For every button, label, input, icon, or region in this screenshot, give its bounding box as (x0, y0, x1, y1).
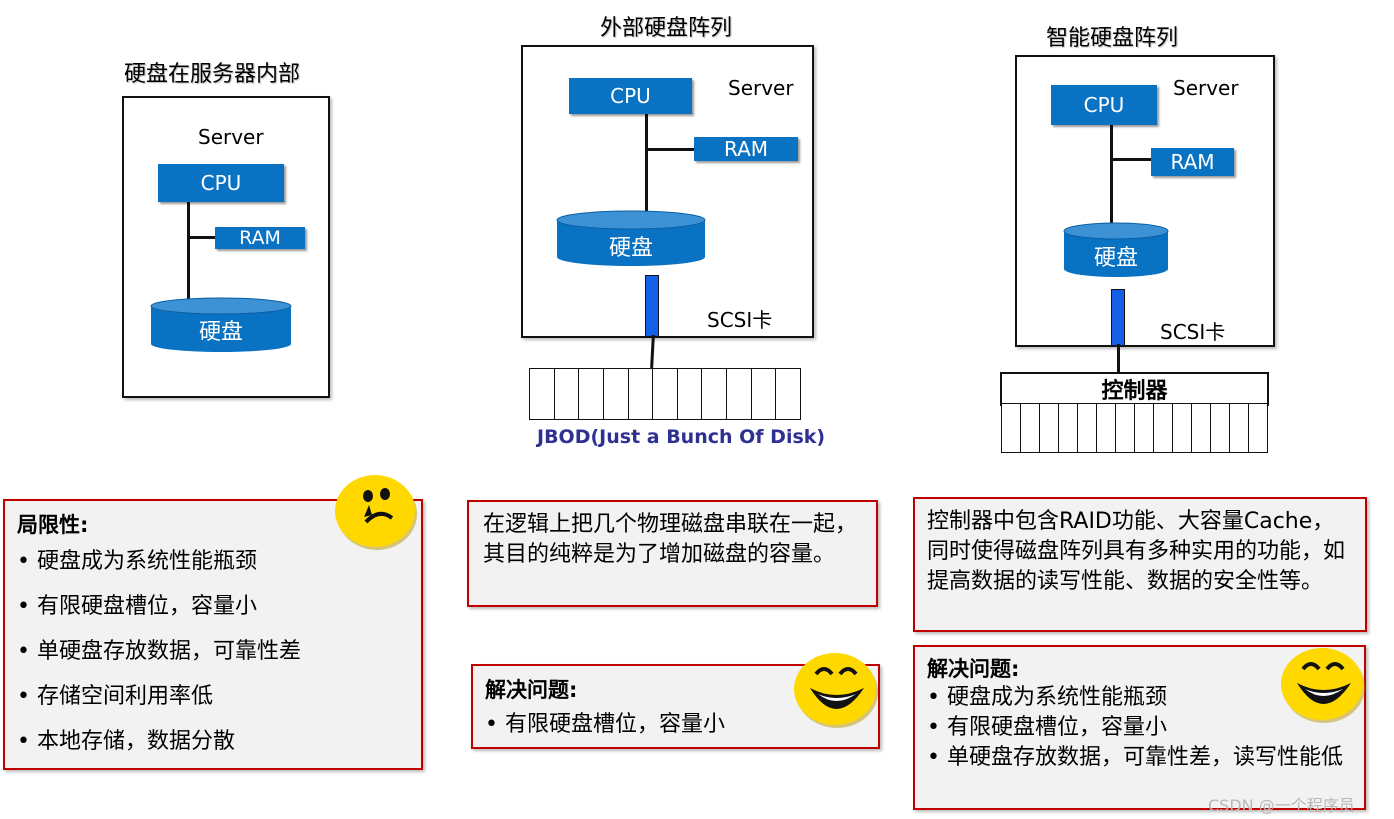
ram-link (1112, 158, 1152, 161)
list-item: • 存储空间利用率低 (17, 684, 213, 709)
disk-label: 硬盘 (1093, 246, 1138, 271)
ram-link (189, 236, 216, 239)
disk-cylinder: 硬盘 (1063, 222, 1169, 278)
panel-external-title: 外部硬盘阵列 (600, 16, 733, 41)
disk-cylinder: 硬盘 (150, 297, 292, 353)
scsi-label: SCSI卡 (707, 308, 773, 332)
disk-label: 硬盘 (198, 320, 243, 345)
controller-box: 控制器 (1000, 372, 1269, 406)
scsi-card (645, 275, 659, 337)
disk-cylinder: 硬盘 (556, 210, 706, 267)
panel-smart-title: 智能硬盘阵列 (1046, 26, 1179, 51)
disk-shelf-jbod (529, 368, 801, 420)
list-item: • 本地存储，数据分散 (17, 729, 235, 754)
list-item: • 单硬盘存放数据，可靠性差，读写性能低 (927, 745, 1343, 770)
list-item: • 单硬盘存放数据，可靠性差 (17, 639, 301, 664)
scsi-card (1111, 289, 1125, 346)
smile-face-icon (1281, 648, 1365, 723)
list-item: • 硬盘成为系统性能瓶颈 (927, 685, 1167, 710)
panel-internal-title: 硬盘在服务器内部 (124, 62, 301, 87)
ram-link (647, 148, 695, 151)
bus-line (645, 114, 648, 214)
list-item: • 硬盘成为系统性能瓶颈 (17, 549, 257, 574)
cpu-box: CPU (158, 164, 284, 202)
note-title: 局限性: (17, 513, 89, 537)
disk-label: 硬盘 (608, 236, 653, 261)
scsi-label: SCSI卡 (1160, 320, 1226, 344)
jbod-description-note: 在逻辑上把几个物理磁盘串联在一起，其目的纯粹是为了增加磁盘的容量。 (467, 500, 878, 607)
cable-line (1117, 344, 1120, 372)
watermark: CSDN @一个程序员 (1208, 796, 1355, 815)
bus-line (1110, 125, 1113, 225)
limitations-note: 局限性: • 硬盘成为系统性能瓶颈 • 有限硬盘槽位，容量小 • 单硬盘存放数据… (3, 499, 423, 770)
list-item: • 有限硬盘槽位，容量小 (17, 594, 257, 619)
cpu-box: CPU (569, 78, 692, 114)
bus-line (187, 202, 190, 302)
list-item: • 有限硬盘槽位，容量小 (485, 712, 725, 737)
jbod-label: JBOD(Just a Bunch Of Disk) (537, 426, 826, 448)
server-label: Server (198, 125, 264, 149)
ram-box: RAM (215, 227, 305, 249)
worried-face-icon (335, 475, 417, 550)
cable-line (650, 334, 655, 369)
disk-shelf-smart (1001, 403, 1268, 453)
smile-face-icon (794, 653, 878, 728)
server-label: Server (1173, 76, 1239, 100)
server-label: Server (728, 76, 794, 100)
cpu-box: CPU (1051, 85, 1157, 125)
ram-box: RAM (694, 137, 798, 161)
list-item: • 有限硬盘槽位，容量小 (927, 715, 1167, 740)
note-title: 解决问题: (485, 678, 578, 702)
note-title: 解决问题: (927, 657, 1020, 681)
ram-box: RAM (1151, 148, 1234, 176)
raid-description-note: 控制器中包含RAID功能、大容量Cache，同时使得磁盘阵列具有多种实用的功能，… (913, 497, 1367, 632)
